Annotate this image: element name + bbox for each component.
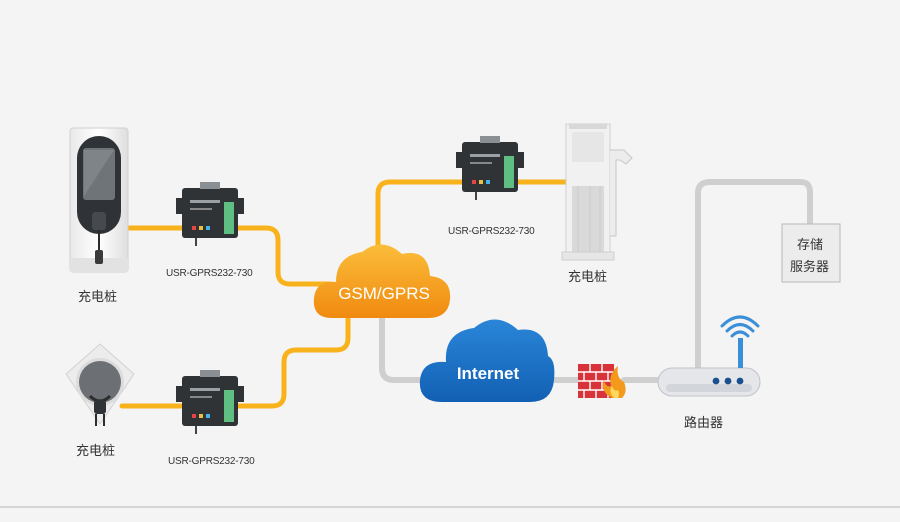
link-dtu1-gsm <box>235 225 333 287</box>
orange-links <box>119 179 571 409</box>
charging-pile-tower <box>561 123 633 261</box>
link-gsm-to-internet <box>379 297 435 383</box>
label-charger-bottom-left: 充电桩 <box>76 444 116 459</box>
storage-server-box <box>781 223 841 283</box>
label-router: 路由器 <box>684 416 724 431</box>
link-router-to-server <box>695 179 813 375</box>
dtu-device-3 <box>456 136 524 200</box>
label-storage-line1: 存储 <box>797 238 824 253</box>
router-device <box>657 338 761 397</box>
charging-pile-kiosk <box>69 127 129 273</box>
bottom-divider <box>0 506 900 508</box>
label-storage-line2: 服务器 <box>790 260 830 275</box>
label-dtu-bottom-left: USR-GPRS232-730 <box>168 456 255 467</box>
charging-pile-wallbox <box>65 343 135 426</box>
label-dtu-top-left: USR-GPRS232-730 <box>166 268 253 279</box>
label-charger-top-left: 充电桩 <box>78 290 118 305</box>
wifi-icon <box>720 315 760 338</box>
link-gsm-dtu3 <box>375 179 465 259</box>
internet-cloud <box>419 319 555 402</box>
label-gsm-gprs: GSM/GPRS <box>338 284 430 303</box>
dtu-device-2 <box>176 370 244 434</box>
firewall-icon <box>578 364 626 398</box>
label-internet: Internet <box>456 364 520 383</box>
link-dtu2-gsm <box>235 309 351 409</box>
dtu-device-1 <box>176 182 244 246</box>
label-dtu-right: USR-GPRS232-730 <box>448 226 535 237</box>
label-charger-right: 充电桩 <box>568 270 608 285</box>
gsm-cloud <box>313 244 451 318</box>
